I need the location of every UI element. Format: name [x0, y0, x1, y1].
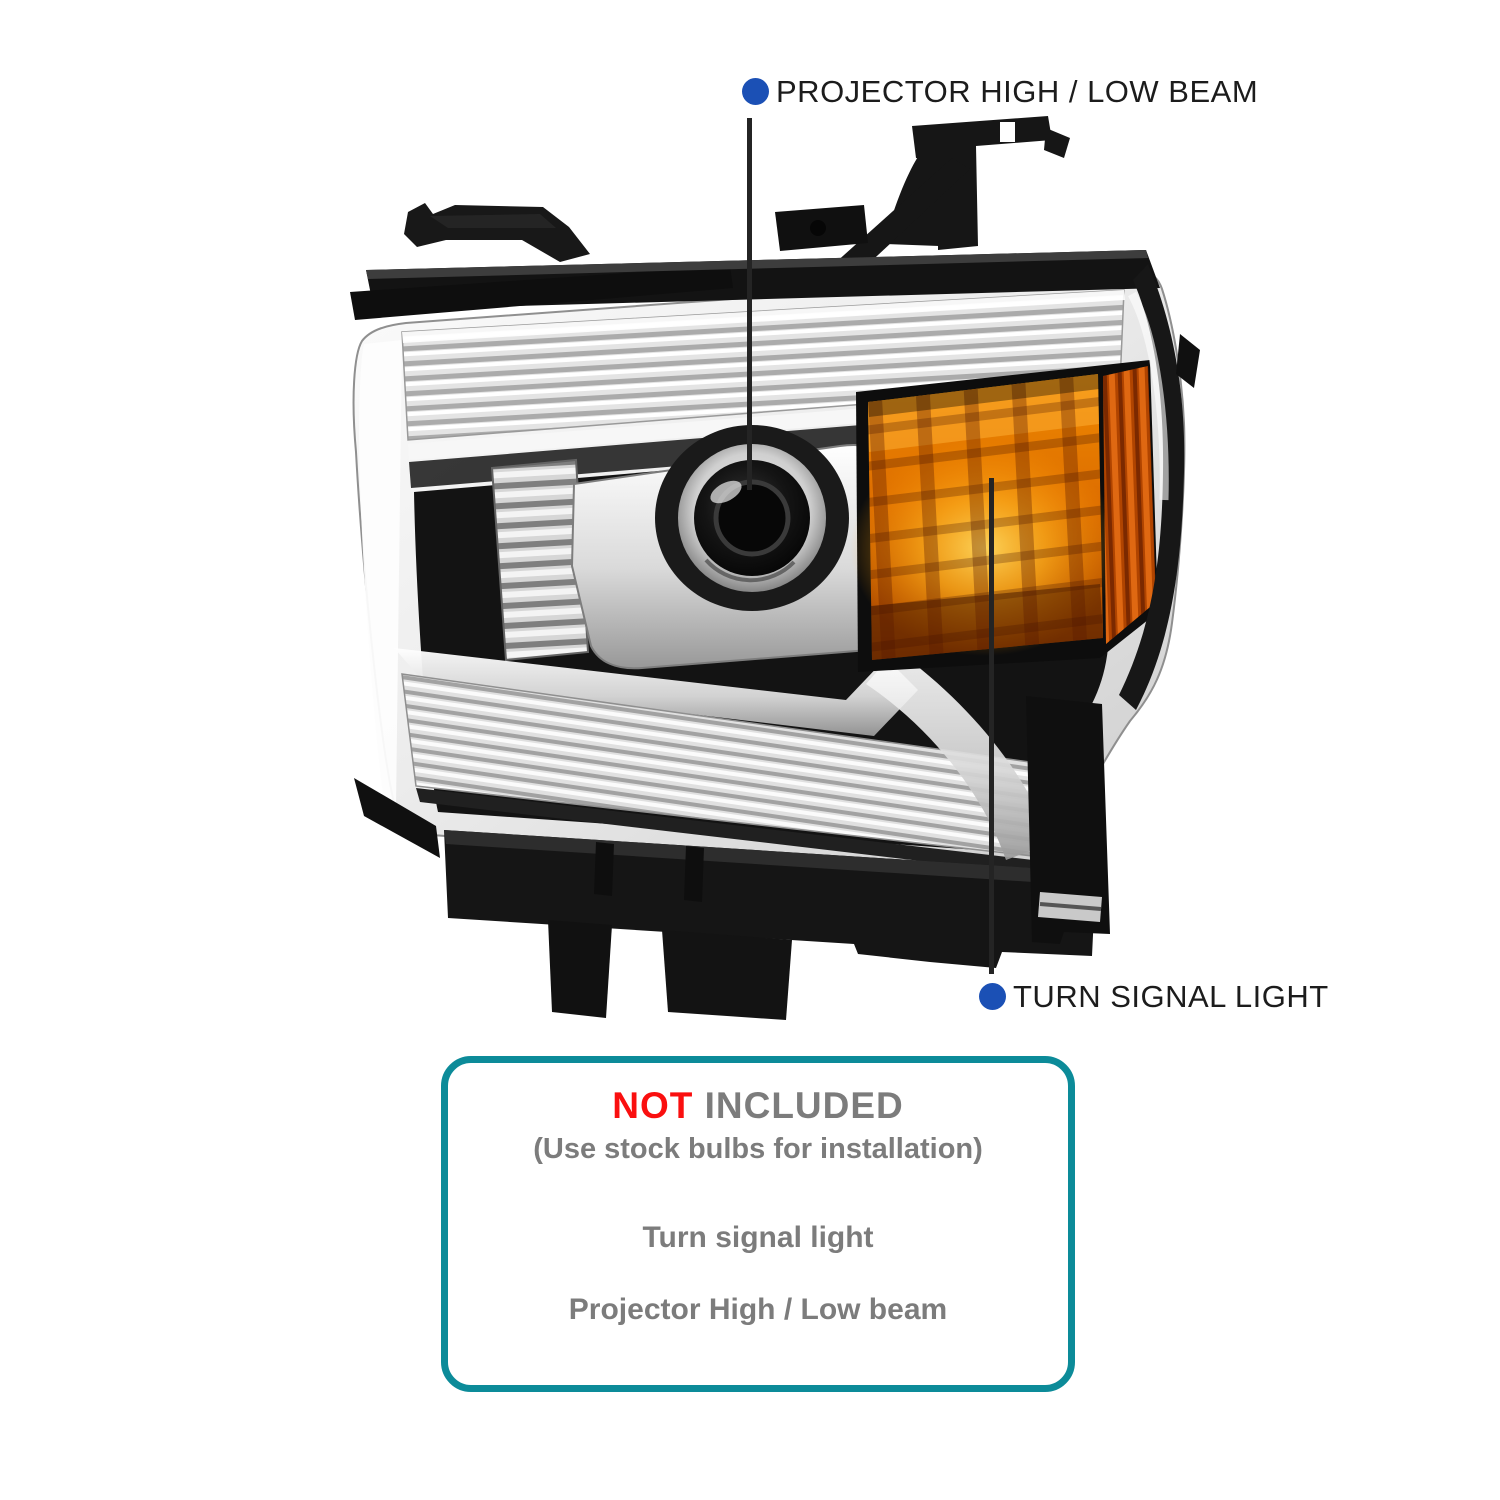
bottom-left-wedge: [354, 778, 440, 858]
turn-signal-top-shadow: [868, 374, 1099, 417]
callout-dot-icon: [742, 78, 769, 105]
callout-projector-label: PROJECTOR HIGH / LOW BEAM: [776, 74, 1259, 109]
mounting-base: [444, 830, 1096, 1020]
drl-top-highlight: [402, 290, 1125, 343]
projector-assembly: [570, 425, 905, 670]
not-included-title-highlight: NOT: [612, 1085, 694, 1126]
left-bezel-highlight: [359, 340, 402, 808]
projector-pupil: [713, 479, 791, 557]
not-included-item: Projector High / Low beam: [568, 1293, 948, 1326]
inner-bezel-curve: [866, 650, 1051, 860]
reflector-fins: [490, 458, 590, 662]
callout-dot-icon: [979, 983, 1006, 1010]
housing-right-edge: [1119, 264, 1185, 710]
not-included-item: Turn signal light: [642, 1221, 874, 1254]
not-included-title: NOT INCLUDED: [448, 1085, 1068, 1128]
not-included-title-rest: INCLUDED: [704, 1085, 904, 1126]
callout-turn-signal: TURN SIGNAL LIGHT: [979, 981, 1329, 1012]
lens-lower-arc: [704, 558, 796, 583]
lower-band-shadow: [416, 788, 1050, 876]
right-edge-tab: [1176, 334, 1200, 388]
housing-top-visor: [350, 250, 1160, 320]
callout-projector: PROJECTOR HIGH / LOW BEAM: [742, 76, 1258, 107]
turn-signal-rows: [868, 374, 1103, 660]
not-included-subtitle: (Use stock bulbs for installation): [533, 1133, 983, 1165]
not-included-box: NOT INCLUDED (Use stock bulbs for instal…: [441, 1056, 1075, 1392]
callout-turn-signal-label: TURN SIGNAL LIGHT: [1013, 979, 1329, 1014]
lens-specular-highlight: [710, 480, 742, 504]
turn-signal-reflex-ribs: [1103, 366, 1156, 644]
top-right-highlight: [1128, 291, 1169, 501]
mounting-bracket-top-left: [404, 203, 590, 262]
mounting-bracket-bottom-right: [1026, 696, 1110, 944]
turn-signal-lamp: [850, 360, 1158, 672]
lower-chrome-trim: [394, 648, 918, 736]
callout-line-turn-signal: [989, 478, 994, 974]
mounting-bracket-top-right: [775, 116, 1070, 270]
callout-line-projector: [747, 118, 752, 490]
